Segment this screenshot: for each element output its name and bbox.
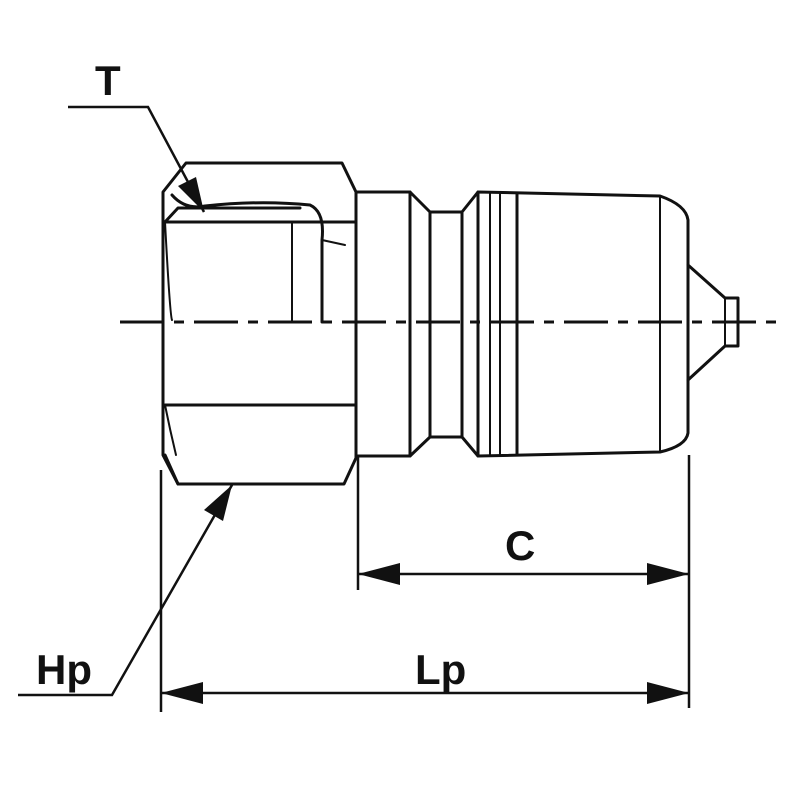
internal-thread — [170, 193, 346, 324]
label-t: T — [95, 57, 121, 104]
label-c: C — [505, 522, 535, 569]
label-lp: Lp — [415, 646, 466, 693]
leader-t — [68, 105, 206, 213]
label-hp: Hp — [36, 646, 92, 693]
plug-body — [354, 190, 690, 458]
extension-lines — [159, 455, 691, 712]
leader-hp — [18, 484, 234, 697]
dimension-c — [358, 563, 689, 585]
dimension-lp — [161, 682, 689, 704]
hex-nut — [161, 161, 358, 486]
